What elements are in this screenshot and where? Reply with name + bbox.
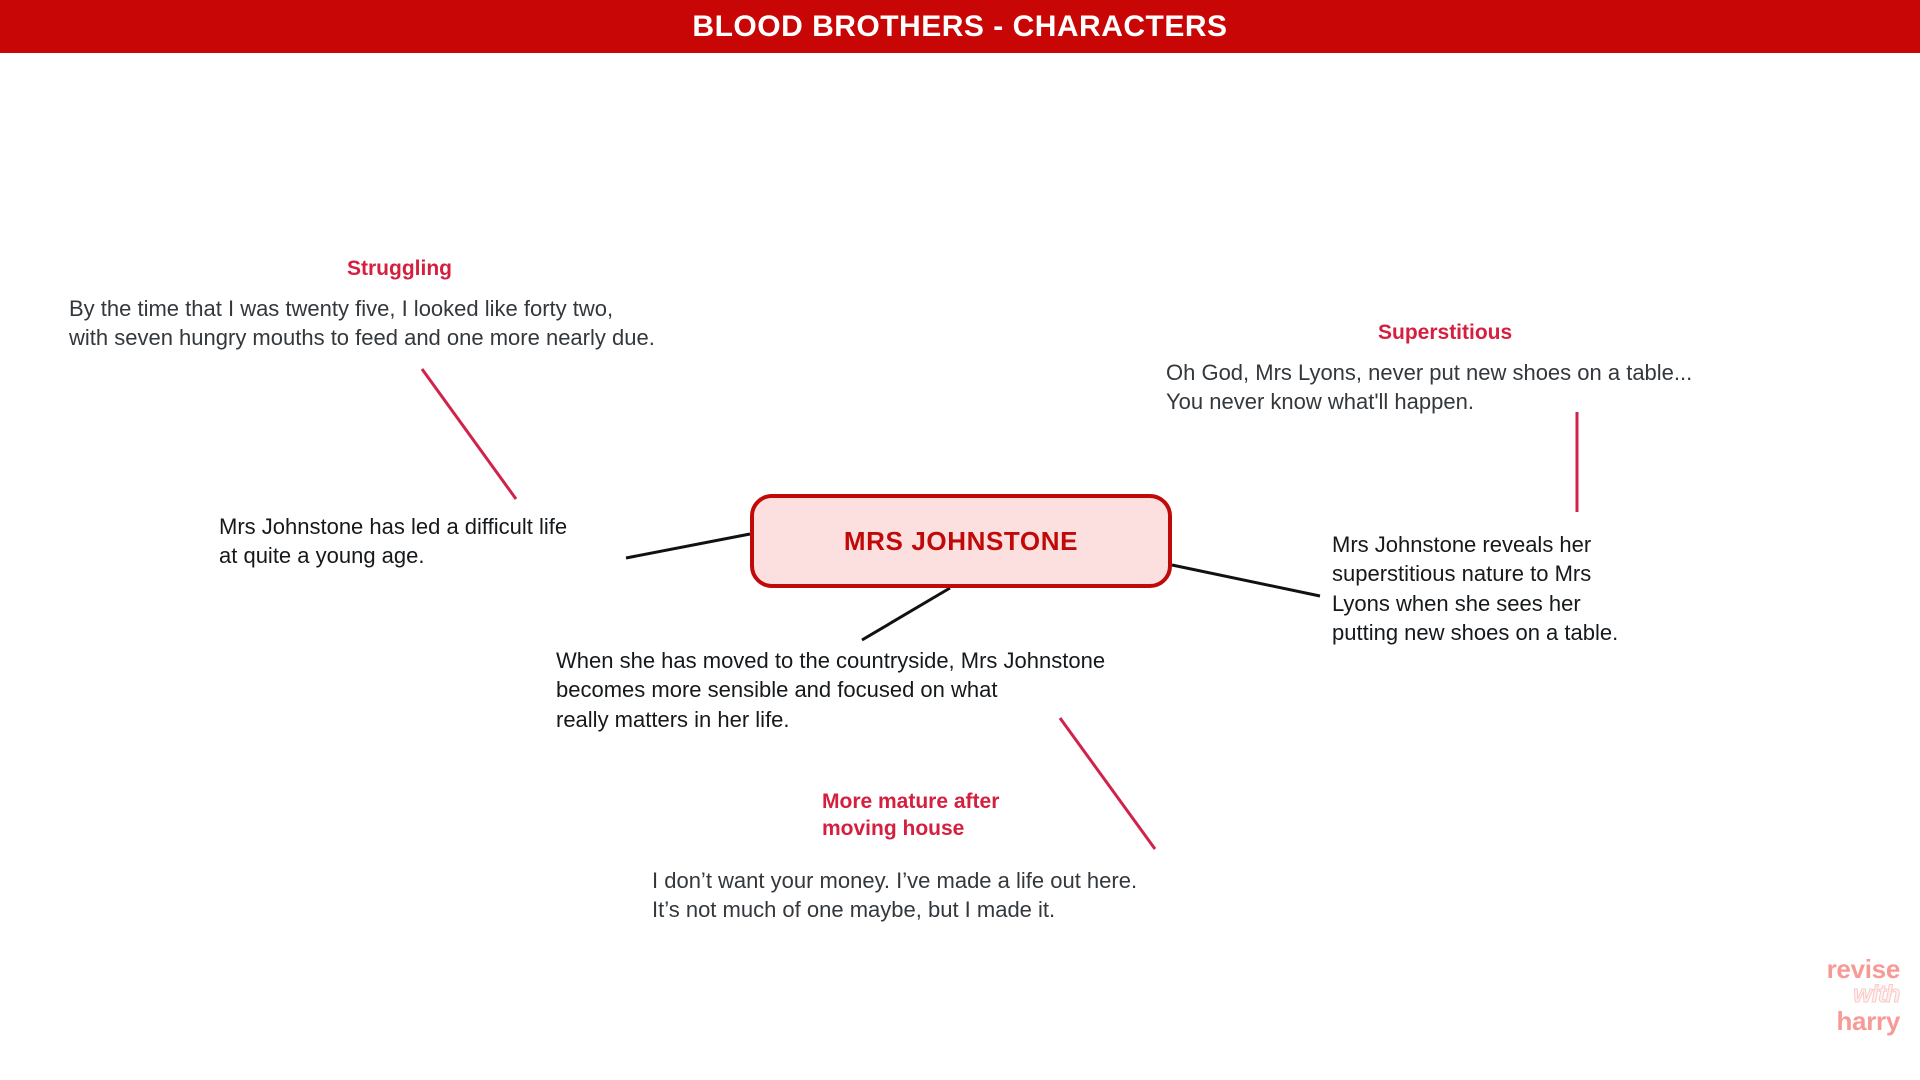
connector-node-struggling [625,532,751,560]
watermark-line-revise: revise [1826,954,1901,984]
watermark-logo: revise with harry [1780,954,1901,1036]
connector-node-mature [861,586,951,642]
connector-node-superstitious [1171,563,1321,598]
central-node-label: MRS JOHNSTONE [843,525,1079,556]
watermark-line-harry: harry [1836,1006,1900,1036]
connector-quote-mature [1058,717,1157,850]
branch-analysis-struggling: Mrs Johnstone has led a difficult life a… [219,514,568,569]
page-title-bar: BLOOD BROTHERS - CHARACTERS [0,0,1920,53]
branch-analysis-more-mature: When she has moved to the countryside, M… [556,648,1106,732]
branch-heading-superstitious: Superstitious [1378,321,1513,344]
connector-quote-struggling [420,368,518,500]
watermark-line-with: with [1853,981,1901,1008]
branch-quote-struggling: By the time that I was twenty five, I lo… [69,296,655,351]
central-node-mrs-johnstone[interactable]: MRS JOHNSTONE [750,494,1172,588]
branch-quote-superstitious: Oh God, Mrs Lyons, never put new shoes o… [1166,360,1693,415]
branch-heading-more-mature: More mature after moving house [822,790,1000,840]
branch-heading-struggling: Struggling [347,257,452,280]
branch-quote-more-mature: I don’t want your money. I’ve made a lif… [652,868,1138,923]
branch-analysis-superstitious: Mrs Johnstone reveals her superstitious … [1332,532,1619,645]
page-title: BLOOD BROTHERS - CHARACTERS [692,9,1228,43]
